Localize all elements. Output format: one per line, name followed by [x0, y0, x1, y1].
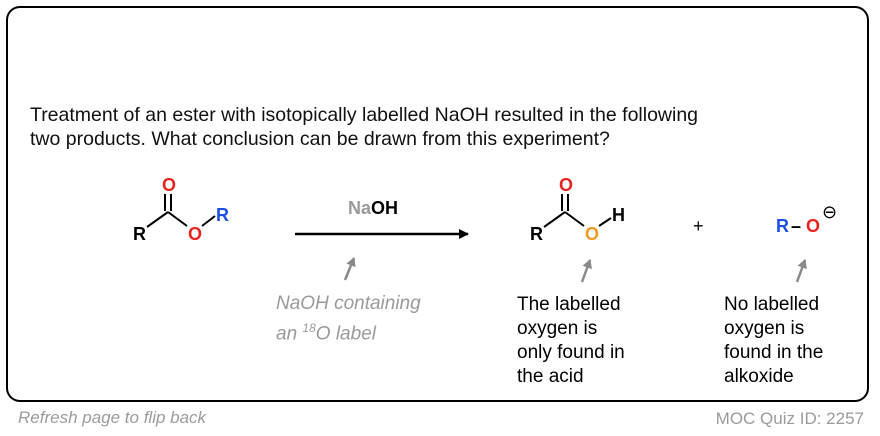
reagent-pointer-arrow	[343, 257, 356, 281]
ester-structure: R O O R	[133, 175, 229, 244]
acid-structure: R O O H	[530, 175, 625, 244]
alkoxide-oxygen: O	[806, 216, 820, 236]
ester-r-label: R	[133, 224, 146, 244]
acid-note: The labelled oxygen is only found in the…	[517, 294, 625, 387]
reagent-label: NaOH	[348, 198, 398, 218]
ester-oxygen: O	[188, 224, 202, 244]
alkoxide-note: No labelled oxygen is found in the alkox…	[724, 294, 824, 387]
acid-labelled-oxygen: O	[585, 224, 599, 244]
reaction-arrow: NaOH	[295, 198, 469, 239]
acid-carbonyl-oxygen: O	[559, 175, 573, 195]
ester-carbonyl-oxygen: O	[162, 175, 176, 195]
ester-r-group: R	[216, 205, 229, 225]
alkoxide-pointer-arrow	[795, 259, 807, 283]
refresh-hint[interactable]: Refresh page to flip back	[18, 408, 207, 427]
alkoxide-r-group: R	[776, 216, 789, 236]
quiz-card: Treatment of an ester with isotopically …	[6, 6, 869, 402]
alkoxide-bond: –	[791, 216, 801, 236]
acid-hydrogen: H	[612, 205, 625, 225]
question-line-2: two products. What conclusion can be dra…	[30, 128, 610, 150]
plus-sign: +	[693, 216, 704, 236]
quiz-id: MOC Quiz ID: 2257	[715, 409, 864, 428]
acid-pointer-arrow	[580, 259, 592, 283]
alkoxide-structure: R – O ⊖	[776, 202, 837, 236]
acid-r-label: R	[530, 224, 543, 244]
negative-charge-icon: ⊖	[822, 202, 837, 223]
question-line-1: Treatment of an ester with isotopically …	[30, 104, 699, 126]
reagent-note: NaOH containing an 18O label	[276, 293, 421, 345]
